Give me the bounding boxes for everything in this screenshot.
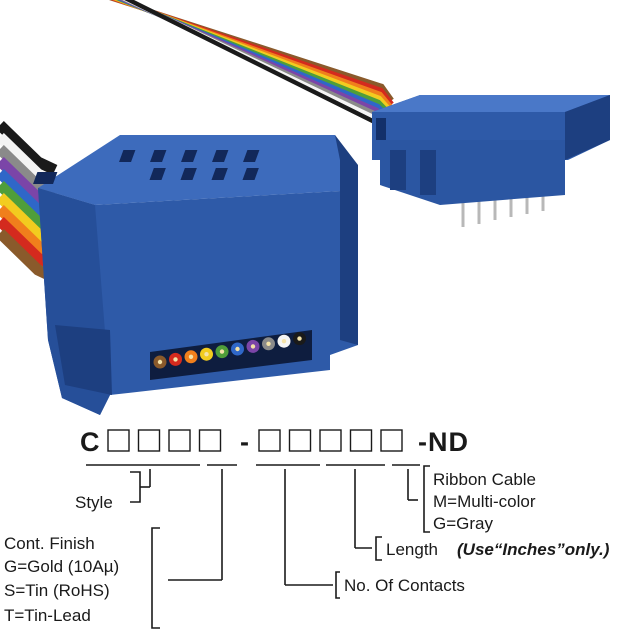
contacts-label: No. Of Contacts — [344, 576, 465, 595]
part-number-group-contacts-length-cable — [258, 429, 403, 452]
part-number-box — [137, 429, 161, 452]
length-label: Length — [386, 540, 438, 559]
left-connector — [33, 135, 358, 415]
part-number-group-finish-style — [107, 429, 222, 452]
wire-core — [250, 344, 256, 349]
right-connector — [372, 95, 610, 227]
wire-core — [188, 354, 194, 359]
ribbon-multi-color: M=Multi-color — [433, 492, 536, 511]
ribbon-wire — [0, 121, 58, 175]
part-number-box — [380, 429, 403, 452]
length-note: (Use“Inches”only.) — [457, 540, 610, 559]
wire-core — [157, 359, 163, 365]
part-number-box — [349, 429, 373, 452]
style-label: Style — [75, 493, 113, 512]
part-number-suffix: -ND — [418, 427, 469, 457]
wire-core — [235, 346, 240, 352]
finish-gold: G=Gold (10Aµ) — [4, 557, 119, 576]
part-number-box — [168, 429, 191, 452]
part-number-box — [288, 429, 312, 452]
product-illustration — [0, 0, 610, 415]
wire-ends — [153, 332, 306, 369]
part-number-box — [258, 429, 281, 452]
legend-text: Style Cont. Finish G=Gold (10Aµ) S=Tin (… — [4, 470, 610, 625]
finish-title: Cont. Finish — [4, 534, 95, 553]
wire-core — [173, 357, 178, 362]
finish-tin-lead: T=Tin-Lead — [4, 606, 91, 625]
legend-leader-lines — [130, 465, 430, 629]
wire-core — [297, 336, 302, 341]
part-number-box — [319, 429, 342, 452]
part-number-prefix: C — [80, 427, 101, 457]
ribbon-wire — [124, 0, 394, 138]
ribbon-cable-top — [109, 0, 394, 138]
ribbon-cable-title: Ribbon Cable — [433, 470, 536, 489]
part-number: C - -ND — [80, 427, 469, 457]
part-number-box — [107, 429, 130, 452]
wire-core — [281, 339, 287, 344]
ribbon-gray: G=Gray — [433, 514, 493, 533]
wire-core — [219, 349, 225, 354]
part-number-dash: - — [240, 427, 250, 457]
wire-core — [204, 352, 209, 357]
part-number-box — [198, 429, 222, 452]
wire-core — [266, 341, 271, 346]
finish-tin: S=Tin (RoHS) — [4, 581, 110, 600]
